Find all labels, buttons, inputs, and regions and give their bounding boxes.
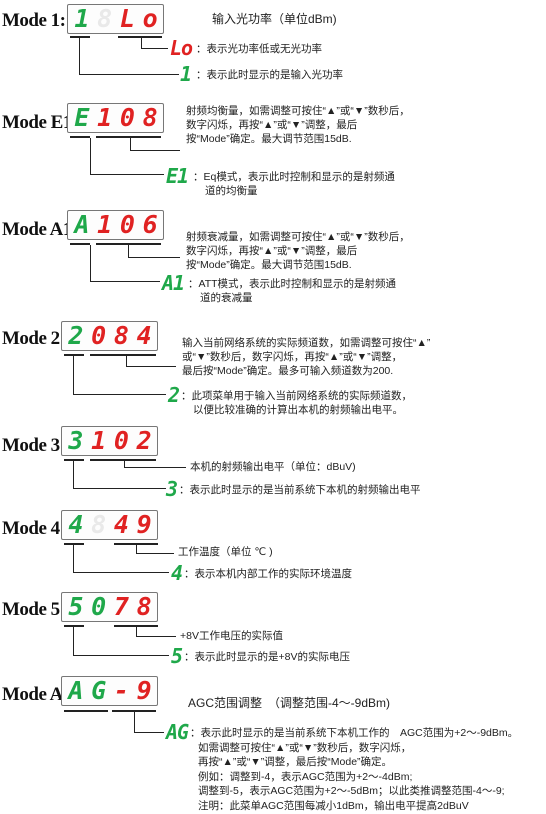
mode-3-digit-4: 2 xyxy=(136,426,152,455)
mode-5-digit-1: 5 xyxy=(68,592,83,621)
mode-4-display: 4 8 4 9 xyxy=(61,510,158,540)
mode-ag-digit-4: 9 xyxy=(136,676,152,705)
mode-e1-digit-4: 8 xyxy=(142,103,158,132)
mode-1-code-lo: Lo xyxy=(170,36,193,60)
mode-ag-display: A G - 9 xyxy=(61,676,158,706)
mode-e1-display: E 1 0 8 xyxy=(67,103,164,133)
mode-2-label: Mode 2: xyxy=(2,328,66,349)
mode-a1-label: Mode A1: xyxy=(2,219,78,240)
mode-4-note: ：表示本机内部工作的实际环境温度 xyxy=(184,568,352,580)
mode-3-digit-1: 3 xyxy=(68,426,83,455)
mode-ag-code: AG xyxy=(166,720,189,744)
mode-5-digit-4: 8 xyxy=(136,592,152,621)
mode-1-heading: 输入光功率（单位dBm) xyxy=(212,12,337,26)
mode-5-code: 5 xyxy=(171,644,183,668)
mode-5-label: Mode 5: xyxy=(2,599,66,620)
mode-1-digit-3: L xyxy=(119,4,135,33)
mode-1-bar-right xyxy=(118,36,162,38)
mode-a1-digit-2: 1 xyxy=(97,210,112,239)
mode-1-note-1: ：表示此时显示的是输入光功率 xyxy=(196,69,343,81)
mode-5-digit-3: 7 xyxy=(113,592,129,621)
mode-4-code: 4 xyxy=(171,561,183,585)
mode-4-digit-1: 4 xyxy=(68,510,83,539)
mode-e1-note: ：Eq模式，表示此时控制和显示的是射频通道的均衡量 xyxy=(193,171,395,197)
mode-ag-digit-1: A xyxy=(68,676,83,705)
mode-a1-digit-4: 6 xyxy=(142,210,158,239)
mode-4-digit-3: 4 xyxy=(113,510,129,539)
mode-1-bar-left xyxy=(70,36,90,38)
mode-4-digit-4: 9 xyxy=(136,510,152,539)
mode-2-desc: 输入当前网络系统的实际频道数，如需调整可按住“▲”或“▼”数秒后，数字闪烁，再按… xyxy=(182,337,431,377)
mode-a1-note: ：ATT模式，表示此时控制和显示的是射频通道的衰减量 xyxy=(188,278,397,304)
mode-5-digit-2: 0 xyxy=(91,592,106,621)
mode-1-note-lo: ：表示光功率低或无光功率 xyxy=(196,43,322,55)
mode-ag-note: ：表示此时显示的是当前系统下本机工作的 AGC范围为+2～-9dBm。 如需调整… xyxy=(190,727,519,812)
mode-ag-heading: AGC范围调整 （调整范围-4～-9dBm) xyxy=(188,696,391,710)
mode-2-code: 2 xyxy=(168,383,180,407)
mode-e1-code: E1 xyxy=(166,164,189,188)
mode-3-digit-2: 1 xyxy=(91,426,106,455)
mode-1-display: 1 8 L o xyxy=(67,4,164,34)
mode-2-digit-2: 0 xyxy=(91,321,106,350)
mode-4-label: Mode 4: xyxy=(2,518,66,539)
mode-e1-digit-2: 1 xyxy=(97,103,112,132)
mode-3-digit-3: 0 xyxy=(113,426,129,455)
mode-ag-digit-3: - xyxy=(113,676,129,705)
mode-a1-desc: 射频衰减量，如需调整可按住“▲”或“▼”数秒后，数字闪烁，再按“▲”或“▼”调整… xyxy=(186,231,410,271)
mode-e1-digit-1: E xyxy=(74,103,89,132)
mode-2-digit-4: 4 xyxy=(136,321,152,350)
mode-ag-digit-2: G xyxy=(91,676,106,705)
mode-2-digit-3: 8 xyxy=(113,321,129,350)
mode-3-code: 3 xyxy=(166,477,178,501)
mode-a1-digit-3: 0 xyxy=(119,210,135,239)
mode-5-desc: +8V工作电压的实际值 xyxy=(180,630,283,642)
mode-5-note: ：表示此时显示的是+8V的实际电压 xyxy=(184,651,350,663)
mode-3-note: ：表示此时显示的是当前系统下本机的射频输出电平 xyxy=(179,484,421,496)
mode-2-note: ：此项菜单用于输入当前网络系统的实际频道数，以便比较准确的计算出本机的射频输出电… xyxy=(181,390,412,416)
mode-3-desc: 本机的射频输出电平（单位：dBuV) xyxy=(190,461,356,473)
mode-1-digit-4: o xyxy=(142,4,158,33)
mode-1-digit-1: 1 xyxy=(74,4,89,33)
mode-2-display: 2 0 8 4 xyxy=(61,321,158,351)
mode-1-digit-2: 8 xyxy=(97,4,112,33)
mode-e1-desc: 射频均衡量，如需调整可按住“▲”或“▼”数秒后，数字闪烁，再按“▲”或“▼”调整… xyxy=(186,105,410,145)
mode-4-digit-2: 8 xyxy=(91,510,106,539)
mode-e1-label: Mode E1: xyxy=(2,112,78,133)
mode-a1-code: A1 xyxy=(162,271,185,295)
mode-1-label: Mode 1: xyxy=(2,10,66,31)
mode-4-desc: 工作温度（单位 ℃ ) xyxy=(178,546,273,558)
mode-a1-digit-1: A xyxy=(74,210,89,239)
mode-3-label: Mode 3: xyxy=(2,435,66,456)
mode-2-digit-1: 2 xyxy=(68,321,83,350)
mode-5-display: 5 0 7 8 xyxy=(61,592,158,622)
mode-a1-display: A 1 0 6 xyxy=(67,210,164,240)
mode-1-code-1: 1 xyxy=(180,62,192,86)
mode-3-display: 3 1 0 2 xyxy=(61,426,158,456)
mode-e1-digit-3: 0 xyxy=(119,103,135,132)
